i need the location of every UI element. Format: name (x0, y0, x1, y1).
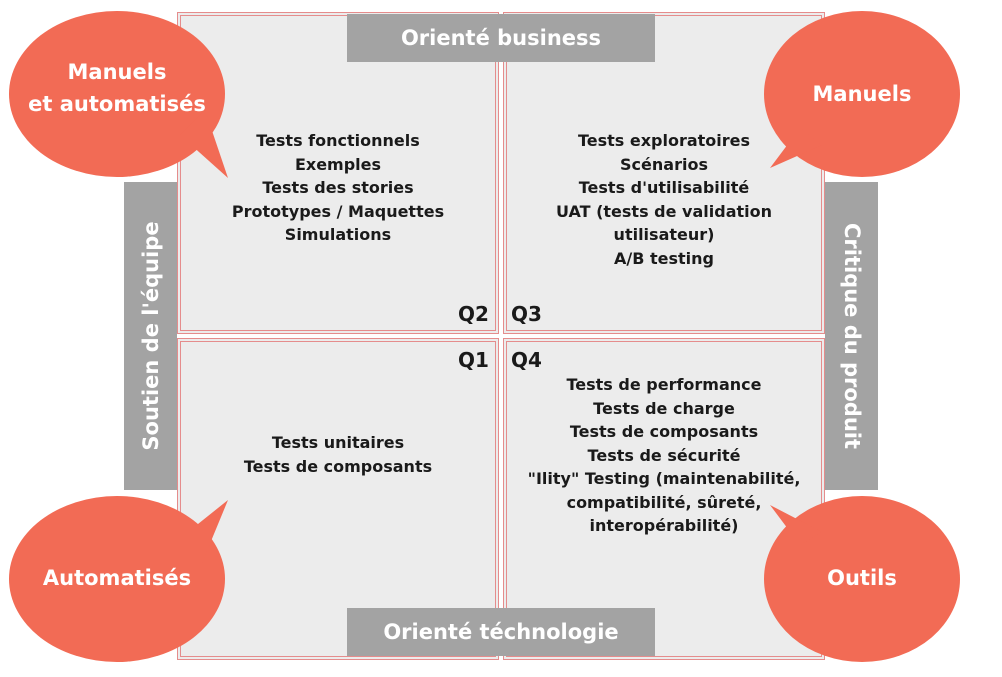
q4-item: Tests de sécurité (587, 445, 741, 465)
bubble-bottom-left-text: Automatisés (42, 566, 192, 590)
q4-item: Tests de charge (593, 398, 735, 418)
q3-item: UAT (tests de validation (555, 201, 773, 221)
q2-item: Tests des stories (262, 178, 414, 197)
bubble-top-left-text: Manuels et automatisés (9, 56, 225, 120)
quadrant-q1 (177, 338, 499, 660)
q3-item: Scénarios (620, 154, 708, 174)
q3-items: Tests exploratoires Scénarios Tests d'ut… (523, 129, 805, 270)
bubble-top-left-line2: et automatisés (28, 92, 206, 116)
bubble-bottom-right (764, 496, 960, 662)
q3-label: Q3 (511, 302, 542, 326)
q4-item: "Ility" Testing (maintenabilité, (527, 469, 801, 488)
q4-label: Q4 (511, 348, 542, 372)
q4-item: Tests de performance (566, 375, 762, 394)
bubble-bottom-right-tail (770, 505, 822, 545)
q2-label: Q2 (458, 302, 489, 326)
q2-item: Simulations (284, 225, 392, 244)
axis-bottom-band: Orienté téchnologie (347, 608, 655, 656)
axis-right-band: Critique du produit (825, 182, 878, 490)
axis-top-band: Orienté business (347, 14, 655, 62)
q2-items: Tests fonctionnels Exemples Tests des st… (198, 129, 478, 247)
q4-items: Tests de performance Tests de charge Tes… (513, 373, 815, 538)
q1-item: Tests de composants (243, 456, 433, 476)
q3-item: utilisateur) (613, 225, 715, 244)
axis-left-band: Soutien de l'équipe (124, 182, 177, 490)
bubble-top-left-tail (180, 110, 228, 178)
q1-items: Tests unitaires Tests de composants (198, 431, 478, 478)
q4-item: interopérabilité) (589, 516, 739, 535)
bubble-bottom-left-tail (178, 500, 228, 563)
bubble-top-right-text: Manuels (812, 82, 912, 106)
bubble-top-left (9, 11, 225, 177)
bubble-top-right (764, 11, 960, 177)
bubble-top-left-line1: Manuels (67, 60, 167, 84)
q2-item: Prototypes / Maquettes (231, 201, 445, 221)
q1-label: Q1 (458, 348, 489, 372)
bubble-top-right-tail (770, 128, 822, 168)
quadrant-q2 (177, 12, 499, 334)
bubble-bottom-left (9, 496, 225, 662)
q3-item: Tests d'utilisabilité (578, 178, 750, 197)
q3-item: Tests exploratoires (577, 131, 751, 150)
q2-item: Exemples (294, 154, 382, 174)
q4-item: compatibilité, sûreté, (566, 492, 762, 512)
q3-item: A/B testing (614, 248, 714, 268)
bubble-bottom-right-text: Outils (827, 566, 897, 590)
q2-item: Tests fonctionnels (256, 131, 420, 150)
q4-item: Tests de composants (569, 422, 759, 441)
q1-item: Tests unitaires (271, 433, 405, 452)
